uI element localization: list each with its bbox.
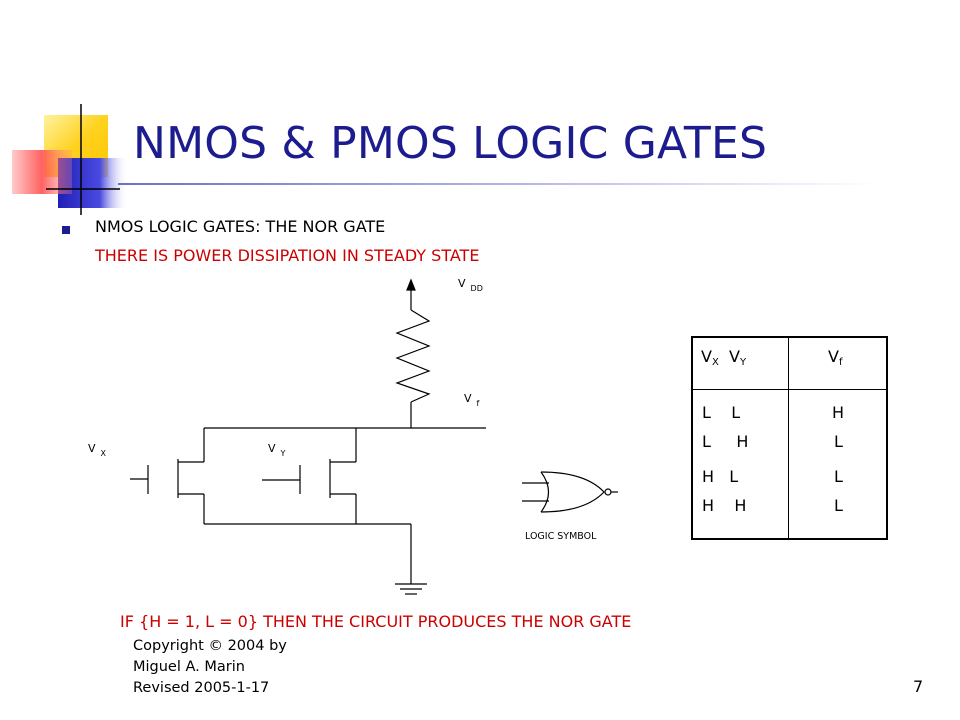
title-underline xyxy=(118,183,878,185)
nor-conclusion-note: IF {H = 1, L = 0} THEN THE CIRCUIT PRODU… xyxy=(120,612,632,631)
copyright-line-3: Revised 2005-1-17 xyxy=(133,680,270,696)
bullet-marker xyxy=(62,226,70,234)
table-cell-output: L xyxy=(834,432,843,451)
truth-table xyxy=(691,336,888,540)
bullet-text: NMOS LOGIC GATES: THE NOR GATE xyxy=(95,217,386,236)
table-cell-output: H xyxy=(832,403,845,422)
truth-table-header-divider xyxy=(693,389,886,390)
table-row: L H xyxy=(702,432,749,451)
copyright-line-1: Copyright © 2004 by xyxy=(133,638,287,654)
table-row: H L xyxy=(702,467,739,486)
nor-logic-symbol xyxy=(522,471,618,513)
truth-table-header-inputs: VX VY xyxy=(701,347,747,368)
table-row: L L xyxy=(702,403,741,422)
decorative-logo xyxy=(12,104,128,215)
table-cell-output: L xyxy=(834,496,843,515)
copyright-line-2: Miguel A. Marin xyxy=(133,659,245,675)
page-number: 7 xyxy=(913,677,924,696)
logic-symbol-label: LOGIC SYMBOL xyxy=(525,531,597,542)
truth-table-column-divider xyxy=(788,338,789,538)
table-cell-output: L xyxy=(834,467,843,486)
truth-table-header-output: Vf xyxy=(828,347,843,368)
slide-title: NMOS & PMOS LOGIC GATES xyxy=(133,118,768,169)
table-row: H H xyxy=(702,496,747,515)
power-dissipation-note: THERE IS POWER DISSIPATION IN STEADY STA… xyxy=(95,246,480,265)
